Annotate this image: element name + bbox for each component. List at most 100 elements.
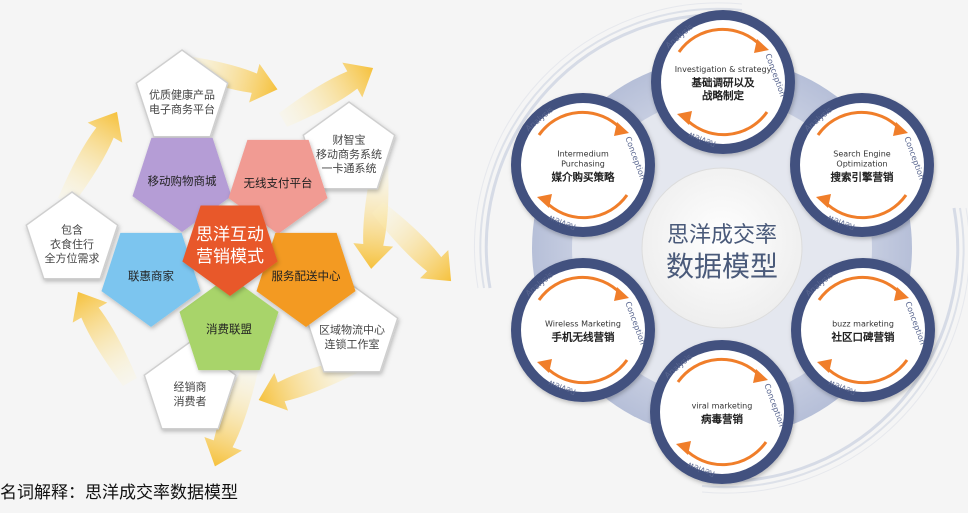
outer-pentagon-caizhibao-line-0: 财智宝 [333, 133, 366, 147]
model-center-line2: 数据模型 [666, 250, 778, 283]
center-title-line1: 思洋互动 [196, 225, 264, 245]
center-pentagon-shape [182, 205, 278, 296]
swirl-arc [701, 207, 968, 494]
cycle-arrowhead [677, 111, 692, 125]
inner-pentagon-label: 移动购物商城 [148, 174, 217, 188]
outer-pentagon-lifestyle-line-0: 包含 [61, 223, 83, 237]
node-cn-label: 病毒营销 [701, 413, 743, 426]
swirl-arc [701, 207, 965, 489]
cycle-arrowhead [754, 39, 769, 53]
outer-pentagon-shape [135, 49, 229, 138]
inner-pentagon-label: 联惠商家 [128, 269, 174, 283]
node-face [660, 350, 784, 474]
outer-pentagon-dealers-line-1: 消费者 [174, 394, 207, 408]
node-face [521, 103, 645, 227]
outer-pentagon-ecommerce-line-0: 优质健康产品 [149, 88, 215, 102]
model-center-circle [641, 167, 803, 329]
inner-pentagon-shape [256, 232, 356, 327]
node-cn-label: 媒介购买策略 [551, 171, 615, 184]
node-face [800, 103, 924, 227]
cycle-arrow-arc [537, 110, 623, 136]
inner-pentagon-label: 服务配送中心 [272, 269, 341, 283]
cycle-arrow-arc [543, 194, 629, 220]
cycle-arrowhead [537, 359, 552, 373]
node-cn-label: 社区口碑营销 [831, 331, 895, 344]
node-en-label: Investigation & strategy [675, 65, 772, 74]
outer-pentagon-caizhibao-line-1: 移动商务系统 [316, 147, 382, 161]
cycle-arrow-arc [537, 275, 623, 301]
model-node-media: AnalysisConceptionReviewIntermediumPurch… [511, 93, 655, 237]
outer-pentagon-caizhibao-line-2: 一卡通系统 [322, 162, 377, 175]
node-face [801, 268, 925, 392]
swirl-arc [484, 13, 743, 289]
node-cn-label: 战略制定 [702, 89, 744, 102]
node-cn-label: 手机无线营销 [552, 331, 615, 344]
cycle-arrow-arc [676, 357, 762, 383]
cycle-arrow-arc [682, 441, 768, 467]
model-center: 思洋成交率 数据模型 [641, 167, 803, 329]
inner-pentagon-label: 无线支付平台 [244, 176, 313, 190]
cycle-arrows [58, 54, 452, 467]
inner-pentagon-shape [101, 232, 201, 327]
outer-pentagon-ecommerce-line-1: 电子商务平台 [149, 102, 215, 116]
outer-pentagon-logistics-line-1: 连锁工作室 [325, 337, 380, 351]
node-en-label: Intermedium [557, 150, 609, 159]
inner-pentagon-consumer-alliance: 消费联盟 [179, 276, 279, 371]
cycle-arrow-arc [817, 275, 903, 301]
cycle-arrowhead [816, 194, 831, 208]
swirl-arc [474, 2, 743, 289]
cycle-arrow [58, 111, 123, 206]
cycle-arrow [72, 291, 137, 386]
outer-pentagon-shape [302, 101, 396, 190]
center-title-line2: 营销模式 [196, 247, 264, 267]
node-en-label: Purchasing [561, 160, 605, 169]
cycle-arrow-arc [543, 359, 629, 385]
cycle-arrowhead [753, 369, 768, 383]
cycle-arrow-arc [816, 110, 902, 136]
cycle-arrow [353, 164, 394, 269]
node-cn-label: 搜索引擎营销 [831, 171, 894, 184]
outer-pentagon-shape [25, 191, 119, 280]
inner-pentagon-partner-merchants: 联惠商家 [101, 232, 201, 327]
outer-pentagon-lifestyle-line-2: 全方位需求 [45, 251, 100, 265]
cycle-arrowhead [894, 287, 909, 301]
cycle-arrow-arc [683, 111, 769, 137]
cycle-arrow [371, 201, 452, 282]
node-en-label: Search Engine [833, 150, 891, 159]
node-en-label: Optimization [836, 160, 887, 169]
model-center-line1: 思洋成交率 [667, 223, 777, 248]
node-en-label: buzz marketing [832, 320, 894, 329]
caption-text: 名词解释：思洋成交率数据模型 [0, 483, 238, 503]
cycle-arrowhead [614, 122, 629, 136]
inner-pentagon-shape [179, 276, 279, 371]
inner-pentagon-label: 消费联盟 [206, 322, 252, 336]
node-face [521, 268, 645, 392]
cycle-arrow-arc [822, 194, 908, 220]
node-cn-label: 基础调研以及 [691, 76, 755, 89]
center-pentagon: 思洋互动 营销模式 [182, 205, 278, 296]
cycle-arrowhead [676, 441, 691, 455]
swirl-arc [701, 207, 960, 483]
outer-pentagon-lifestyle-line-1: 衣食住行 [50, 237, 94, 251]
cycle-arrowhead [817, 359, 832, 373]
cycle-arrow [204, 365, 259, 467]
cycle-arrow-arc [823, 359, 909, 385]
cycle-arrowhead [537, 194, 552, 208]
swirl-arc [479, 7, 743, 289]
cycle-arrowhead [893, 122, 908, 136]
cycle-arrowhead [614, 287, 629, 301]
node-en-label: viral marketing [692, 402, 753, 411]
outer-pentagon-dealers-line-0: 经销商 [174, 380, 207, 394]
